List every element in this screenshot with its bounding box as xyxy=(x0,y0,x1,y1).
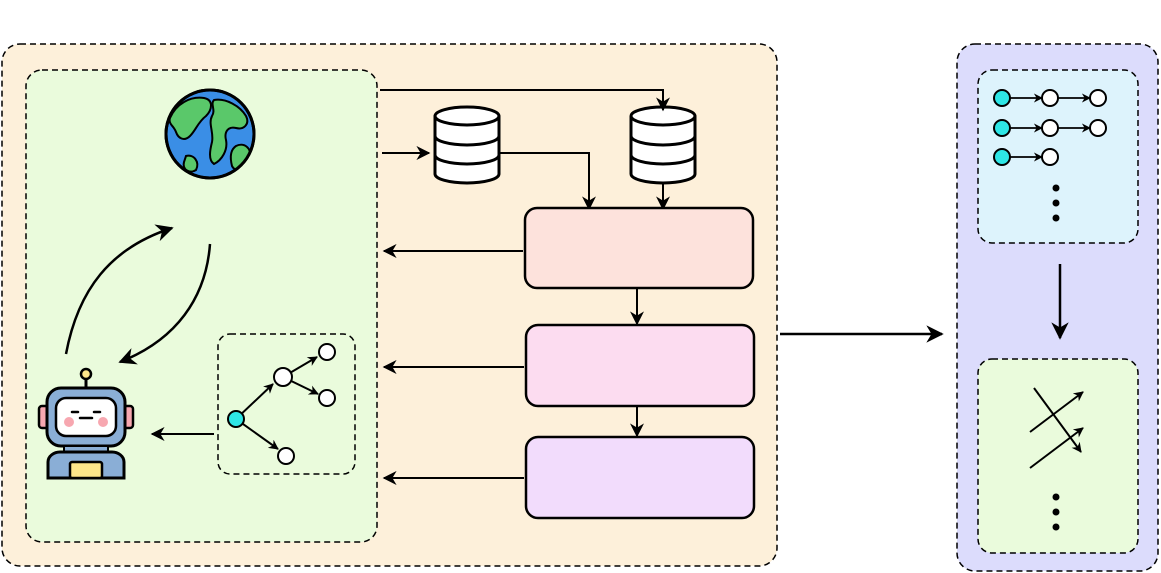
database-icon xyxy=(629,105,697,185)
env-to-db2-arrow xyxy=(380,89,670,112)
database-icon xyxy=(433,105,501,185)
robot-agent-icon xyxy=(37,367,135,480)
cycle-arrow-down xyxy=(118,243,212,365)
module-box-1 xyxy=(523,206,755,290)
tree-subpanel xyxy=(217,333,356,475)
tree-node xyxy=(318,343,336,361)
tree-root-node xyxy=(227,410,245,428)
db1-to-module1-arrow xyxy=(499,152,596,211)
globe-icon xyxy=(164,88,256,180)
cycle-arrow-up xyxy=(64,224,174,355)
tree-node xyxy=(277,447,295,465)
tree-node xyxy=(273,367,293,387)
tree-graph xyxy=(227,343,336,465)
module-box-3 xyxy=(524,435,756,520)
tree-node xyxy=(318,389,336,407)
training-box xyxy=(977,358,1139,554)
ellipsis-dots xyxy=(1052,184,1060,222)
module-box-2 xyxy=(524,323,756,408)
crossing-arrows-icon xyxy=(1029,387,1084,469)
trajectory-chains xyxy=(993,89,1107,166)
ellipsis-dots xyxy=(1052,493,1060,531)
